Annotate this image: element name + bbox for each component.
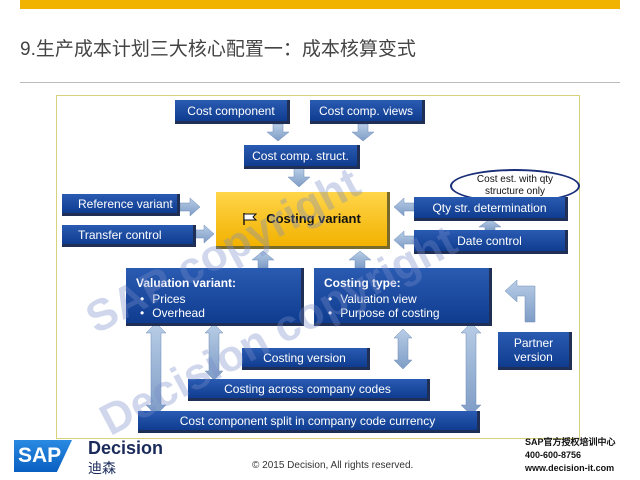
sap-logo: SAP bbox=[14, 440, 72, 472]
contact-web: www.decision-it.com bbox=[525, 463, 615, 473]
flag-icon bbox=[243, 213, 258, 225]
contact-phone: 400-600-8756 bbox=[525, 450, 582, 460]
contact-line1: SAP官方授权培训中心 bbox=[525, 437, 616, 447]
cost-comp-struct-box: Cost comp. struct. bbox=[244, 145, 360, 169]
arrow-down-3 bbox=[287, 167, 311, 188]
costing-variant-label: Costing variant bbox=[266, 211, 361, 226]
top-accent-bar bbox=[20, 0, 620, 9]
arrow-left-1 bbox=[393, 197, 415, 217]
costing-version-box: Costing version bbox=[242, 348, 370, 370]
costing-type-item-valuation: Valuation view bbox=[324, 292, 417, 306]
arrow-up-1 bbox=[251, 250, 275, 269]
decision-logo-cn: 迪森 bbox=[88, 460, 116, 476]
partner-bent-arrow bbox=[504, 279, 536, 323]
cost-component-split-box: Cost component split in company code cur… bbox=[138, 411, 480, 433]
oval-line1: Cost est. with qty bbox=[476, 174, 554, 185]
valuation-item-overhead: Overhead bbox=[136, 306, 205, 320]
qty-str-determination-box: Qty str. determination bbox=[414, 197, 568, 221]
valuation-variant-box: Valuation variant: Prices Overhead bbox=[126, 268, 304, 326]
costing-variant-box: Costing variant bbox=[216, 192, 390, 249]
arrow-right-1 bbox=[179, 197, 201, 217]
partner-line1: Partner bbox=[513, 335, 554, 350]
double-arrow-4 bbox=[460, 322, 482, 416]
costing-type-item-purpose: Purpose of costing bbox=[324, 306, 439, 320]
costing-across-company-codes-box: Costing across company codes bbox=[188, 379, 430, 401]
partner-version-box: Partner version bbox=[498, 332, 572, 370]
date-control-box: Date control bbox=[414, 230, 568, 254]
transfer-control-box: Transfer control bbox=[62, 225, 196, 247]
cost-component-box: Cost component bbox=[175, 100, 290, 124]
double-arrow-2 bbox=[204, 323, 224, 381]
contact-block: SAP官方授权培训中心 400-600-8756 www.decision-it… bbox=[525, 436, 616, 475]
double-arrow-3 bbox=[393, 328, 413, 370]
arrow-right-2 bbox=[195, 224, 215, 244]
valuation-variant-head: Valuation variant: bbox=[136, 276, 237, 290]
arrow-up-2 bbox=[348, 250, 372, 269]
valuation-item-prices: Prices bbox=[136, 292, 185, 306]
arrow-down-2 bbox=[351, 123, 375, 142]
arrow-down-1 bbox=[266, 123, 290, 142]
title-divider bbox=[20, 82, 620, 83]
double-arrow-1 bbox=[145, 322, 167, 416]
reference-variant-box: Reference variant bbox=[62, 194, 180, 216]
arrow-left-2 bbox=[393, 230, 415, 250]
costing-type-box: Costing type: Valuation view Purpose of … bbox=[314, 268, 492, 326]
costing-type-head: Costing type: bbox=[324, 276, 401, 290]
oval-line2: structure only bbox=[484, 186, 546, 197]
slide-title: 9.生产成本计划三大核心配置一：成本核算变式 bbox=[20, 39, 416, 60]
decision-logo-name: Decision bbox=[88, 438, 164, 458]
footer-copyright: © 2015 Decision, All rights reserved. bbox=[252, 460, 414, 471]
partner-line2: version bbox=[514, 349, 553, 364]
cost-comp-views-box: Cost comp. views bbox=[310, 100, 425, 124]
